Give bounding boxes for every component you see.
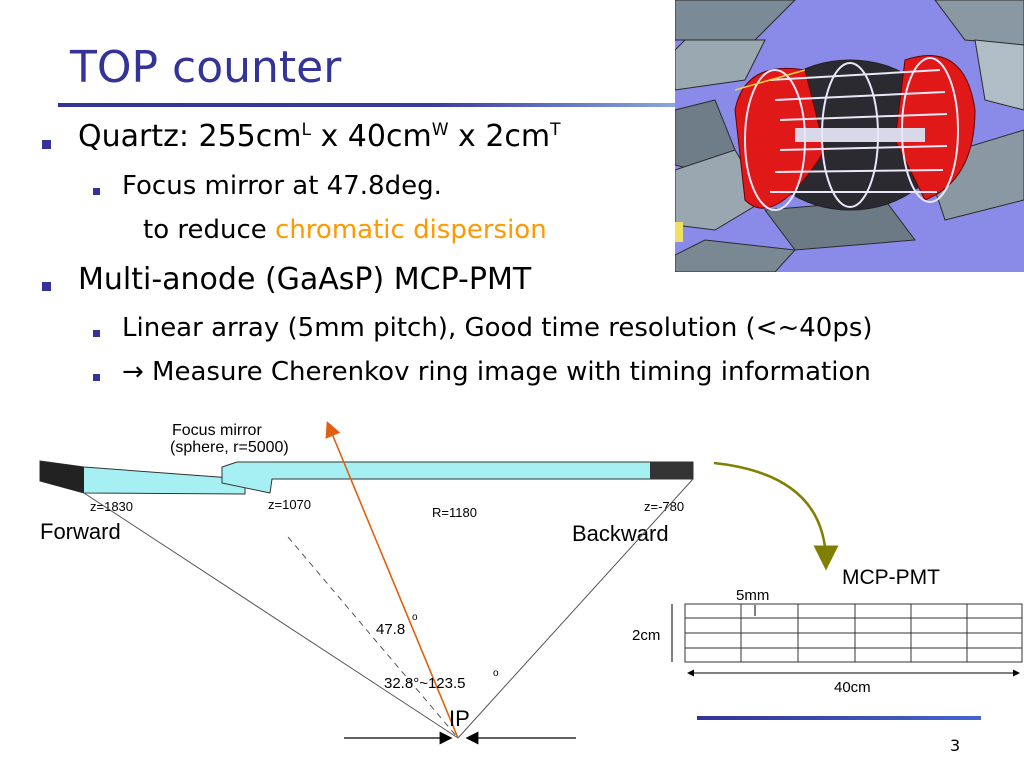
footer-rule (697, 716, 981, 720)
bullet-mcp-pmt: Multi-anode (GaAsP) MCP-PMT (78, 262, 532, 297)
mcp-pmt-array (684, 603, 1023, 663)
bullet-marker (42, 140, 51, 149)
backward-label: Backward (572, 521, 669, 546)
quartz-bar-forward (39, 460, 246, 495)
mcp-pmt-label: MCP-PMT (842, 566, 940, 589)
bullet-measure: → Measure Cherenkov ring image with timi… (122, 359, 871, 385)
focus-mirror-label: Focus mirror (172, 422, 262, 439)
quartz-mid1: x 40cm (310, 119, 432, 154)
acceptance-angle-label: 32.8°~123.5 (384, 675, 466, 692)
top-counter-geometry-diagram: z=1830 z=1070 R=1180 z=-780 Forward Back… (39, 421, 1023, 745)
backward-acceptance-line (457, 478, 694, 739)
pmt-height-label: 2cm (632, 627, 660, 644)
bullet-focus-mirror: Focus mirror at 47.8deg. (122, 171, 442, 201)
quartz-sup-w: W (431, 120, 449, 140)
mirror-angle-label: 47.8 (376, 621, 405, 638)
degree-symbol: o (412, 612, 418, 623)
curved-arrow-to-pmt (713, 461, 839, 571)
focus-mirror-sphere-label: (sphere, r=5000) (170, 439, 289, 456)
quartz-bar-backward (221, 461, 694, 494)
reduce-prefix: to reduce (143, 215, 276, 245)
quartz-prefix: Quartz: 255cm (78, 119, 302, 154)
sub-bullet-marker (93, 330, 100, 337)
forward-label: Forward (40, 519, 121, 544)
quartz-mid2: x 2cm (448, 119, 551, 154)
bullet-focus-mirror-cont: to reduce chromatic dispersion (143, 217, 547, 243)
page-number: 3 (950, 736, 961, 755)
detector-3d-image (675, 0, 1024, 272)
pmt-width-label: 40cm (834, 679, 871, 696)
title-underline (58, 103, 678, 107)
forward-acceptance-line (83, 492, 459, 739)
bullet-marker (42, 282, 51, 291)
radius-label: R=1180 (432, 505, 477, 520)
degree-symbol: o (493, 668, 499, 679)
bullet-linear-array: Linear array (5mm pitch), Good time reso… (122, 313, 873, 343)
pmt-pitch-label: 5mm (736, 587, 769, 604)
quartz-sup-t: T (550, 120, 561, 140)
sub-bullet-marker (93, 188, 100, 195)
quartz-sup-l: L (301, 120, 311, 140)
z-backward-label: z=-780 (644, 499, 684, 514)
interaction-point-label: IP (449, 706, 470, 731)
z-mid-label: z=1070 (268, 497, 311, 512)
cherenkov-ray-arrow (325, 421, 459, 739)
right-arrow-icon: → (122, 357, 144, 387)
slide-title: TOP counter (70, 42, 342, 93)
bullet-quartz: Quartz: 255cmL x 40cmW x 2cmT (78, 122, 561, 152)
chromatic-dispersion-text: chromatic dispersion (275, 215, 547, 245)
sub-bullet-marker (93, 374, 100, 381)
dashed-reference-line (287, 536, 459, 739)
z-forward-label: z=1830 (90, 499, 133, 514)
measure-text: Measure Cherenkov ring image with timing… (143, 357, 871, 387)
